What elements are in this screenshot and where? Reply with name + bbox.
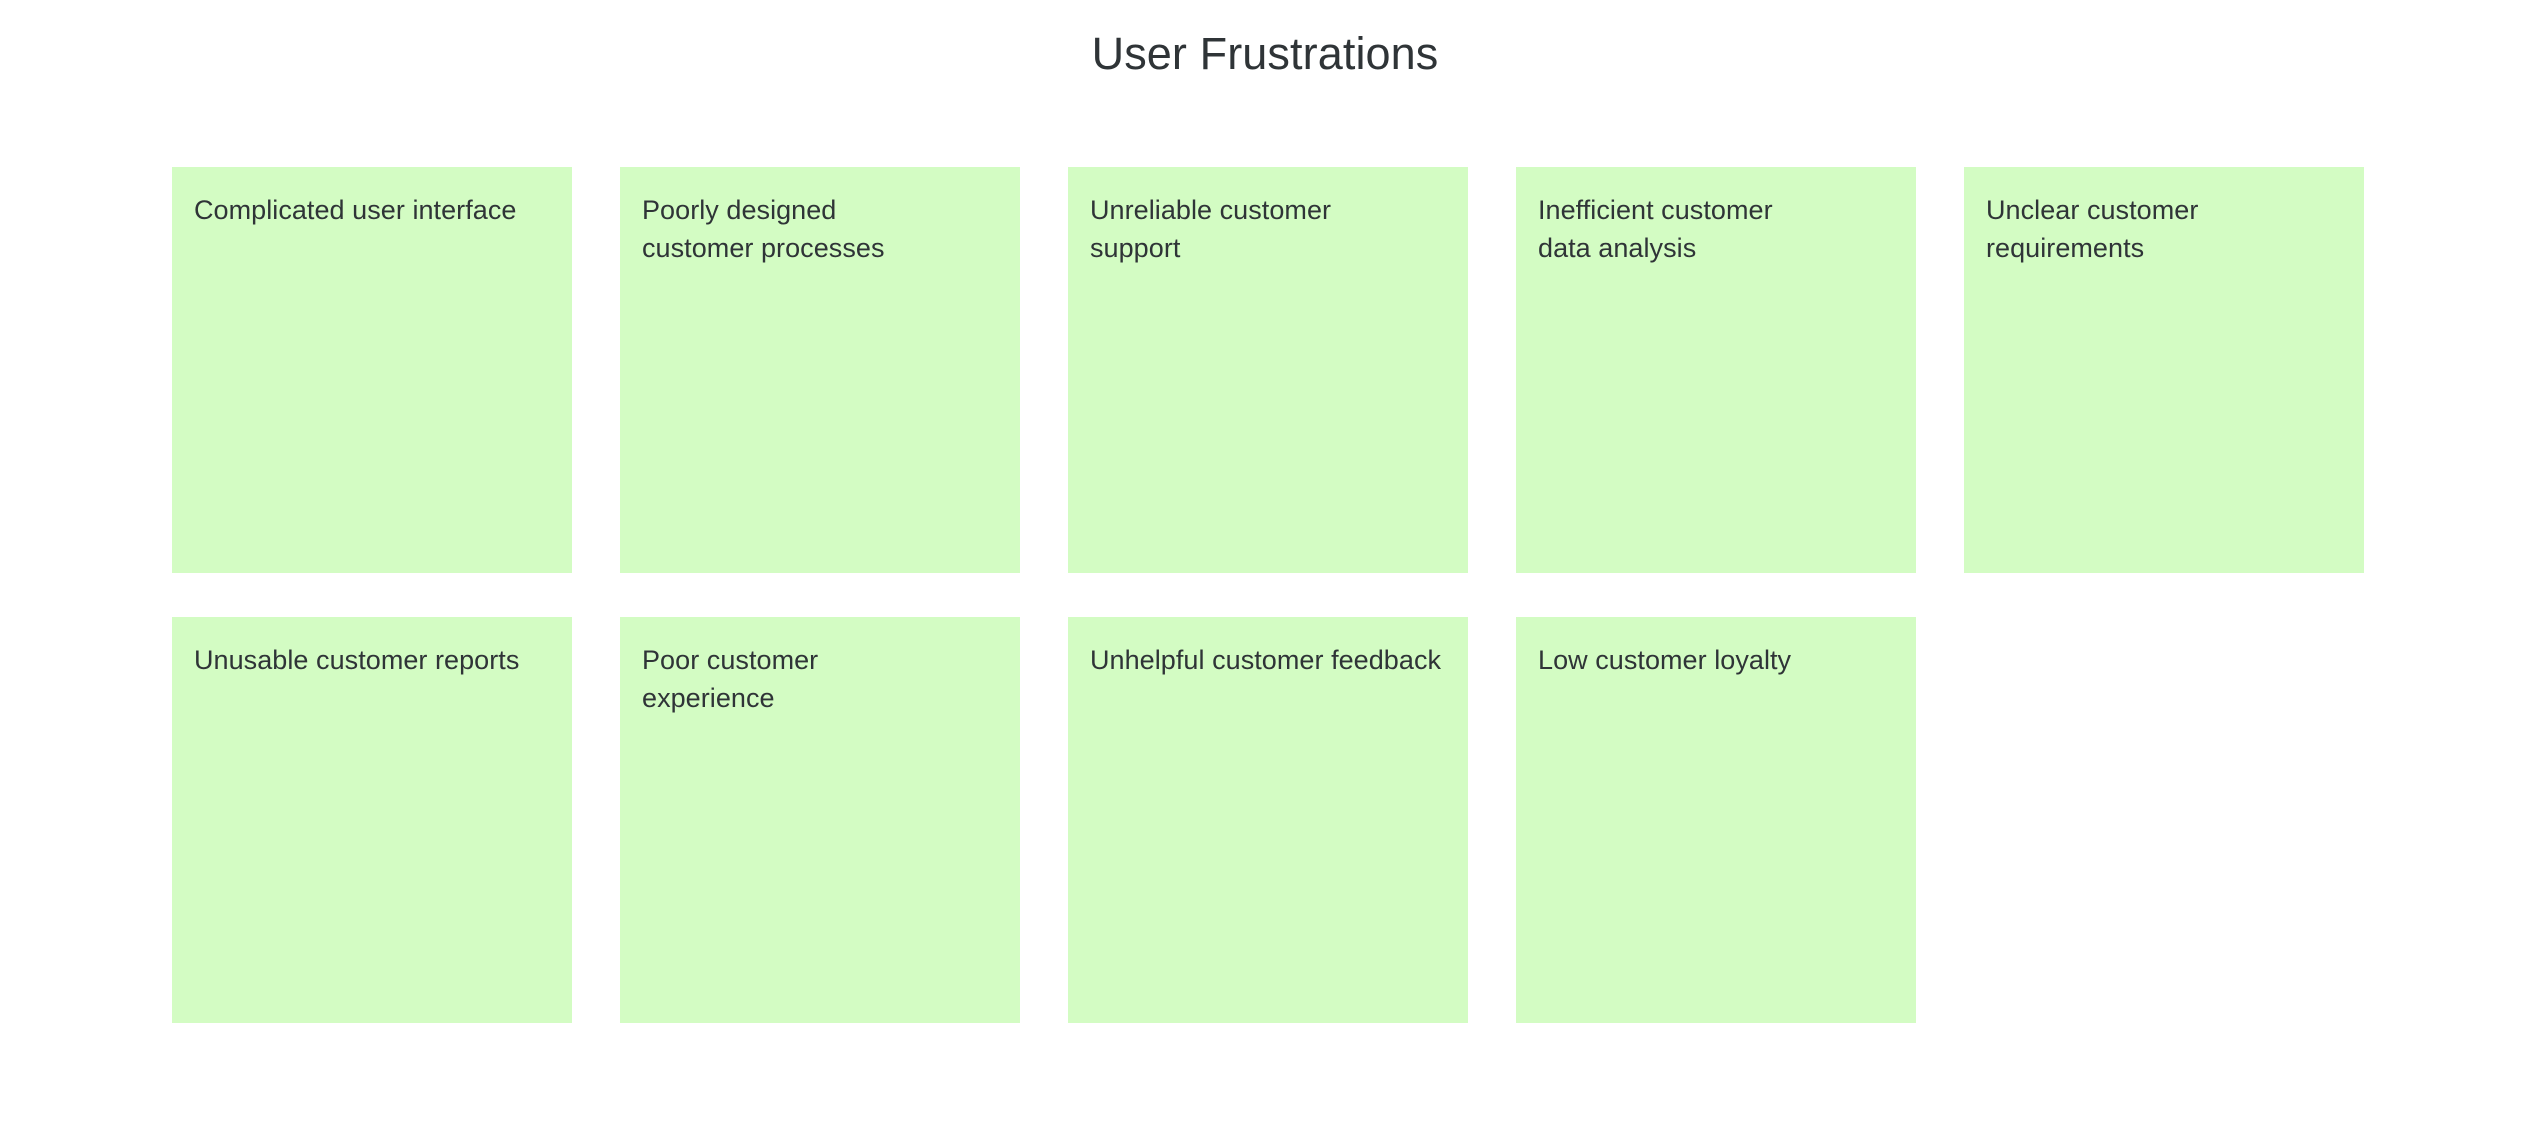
sticky-note-card[interactable]: Complicated user interface (172, 167, 572, 573)
page-title: User Frustrations (1091, 28, 1439, 79)
sticky-note-card[interactable]: Unhelpful customer feedback (1068, 617, 1468, 1023)
sticky-note-label: Unhelpful customer feedback (1090, 645, 1442, 675)
sticky-note-row-2: Unusable customer reports Poor customer … (172, 617, 2404, 1023)
sticky-note-label: Unreliable customer support (1090, 195, 1332, 264)
sticky-note-row-1: Complicated user interface Poorly design… (172, 167, 2404, 573)
sticky-note-label: Poor customer experience (642, 645, 819, 714)
sticky-note-label: Unusable customer reports (194, 645, 520, 675)
sticky-note-card[interactable]: Inefficient customer data analysis (1516, 167, 1916, 573)
sticky-note-card[interactable]: Unusable customer reports (172, 617, 572, 1023)
sticky-note-card[interactable]: Unclear customer requirements (1964, 167, 2364, 573)
sticky-note-label: Poorly designed customer processes (642, 195, 885, 264)
sticky-note-grid: Complicated user interface Poorly design… (172, 167, 2404, 1023)
sticky-note-label: Unclear customer requirements (1986, 195, 2199, 264)
sticky-note-label: Complicated user interface (194, 195, 517, 225)
sticky-note-label: Low customer loyalty (1538, 645, 1792, 675)
sticky-note-card[interactable]: Unreliable customer support (1068, 167, 1468, 573)
sticky-note-label: Inefficient customer data analysis (1538, 195, 1773, 264)
sticky-note-card[interactable]: Low customer loyalty (1516, 617, 1916, 1023)
sticky-note-card[interactable]: Poor customer experience (620, 617, 1020, 1023)
sticky-note-card[interactable]: Poorly designed customer processes (620, 167, 1020, 573)
